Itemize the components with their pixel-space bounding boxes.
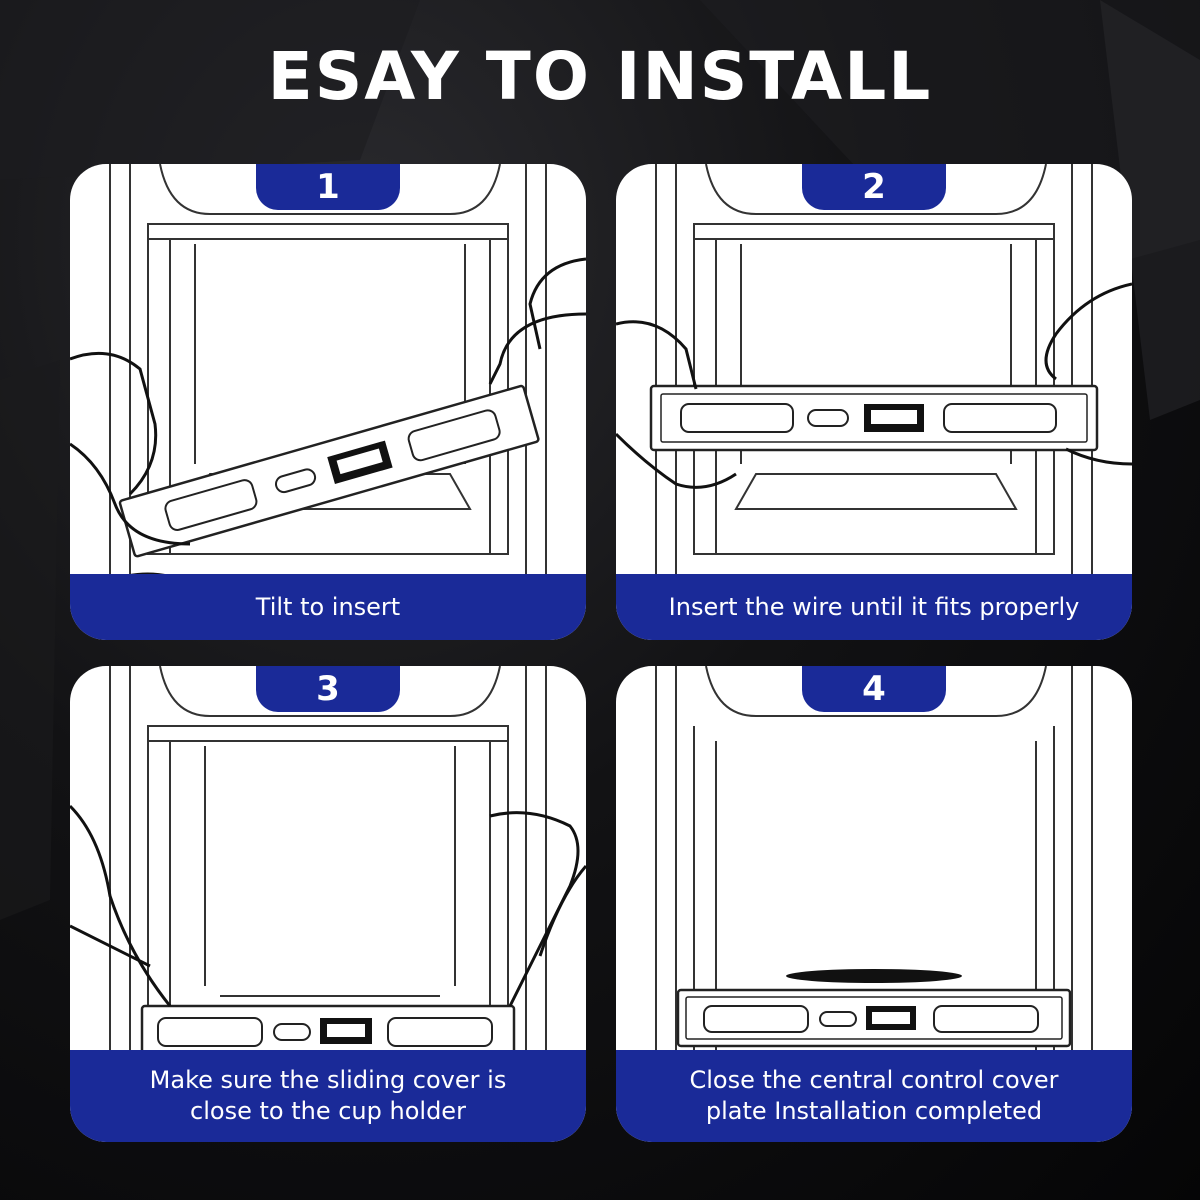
page-title: ESAY TO INSTALL <box>267 38 933 115</box>
step-card-3: 3 Make sure the sliding cover is close t… <box>70 666 586 1142</box>
caption-line: Close the central control cover <box>689 1066 1059 1094</box>
caption-line: Insert the wire until it fits properly <box>668 592 1080 621</box>
step-number-badge: 4 <box>802 666 946 712</box>
step-caption: Close the central control cover plate In… <box>616 1050 1132 1142</box>
caption-line: close to the cup holder <box>190 1097 466 1125</box>
step-number-badge: 2 <box>802 164 946 210</box>
console-illustration <box>70 164 586 586</box>
step-card-4: 4 Close the central control cover plate … <box>616 666 1132 1142</box>
caption-line: plate Installation completed <box>705 1097 1043 1125</box>
step-caption: Insert the wire until it fits properly <box>616 574 1132 640</box>
console-illustration <box>70 666 586 1086</box>
step-caption: Make sure the sliding cover is close to … <box>70 1050 586 1142</box>
step-caption: Tilt to insert <box>70 574 586 640</box>
step-card-1: 1 Tilt to insert <box>70 164 586 640</box>
caption-line: Tilt to insert <box>255 592 401 621</box>
caption-line: Make sure the sliding cover is <box>149 1066 507 1094</box>
console-illustration <box>655 666 1093 1086</box>
console-illustration <box>616 164 1132 584</box>
step-card-2: 2 Insert the wire until it fits properly <box>616 164 1132 640</box>
step-number-badge: 3 <box>256 666 400 712</box>
step-number-badge: 1 <box>256 164 400 210</box>
